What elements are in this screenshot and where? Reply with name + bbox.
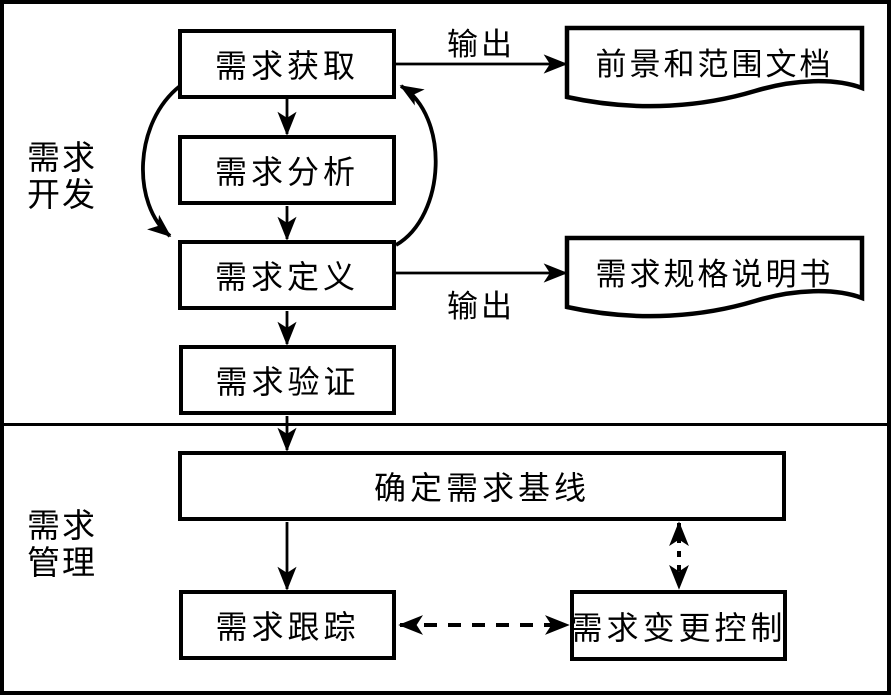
section-label-development-line2: 开发 [27,178,97,214]
document-label-vision-scope: 前景和范围文档 [595,46,834,82]
section-label-management-line2: 管理 [27,546,97,582]
arc-definition-to-elicitation [395,84,438,247]
section-divider [0,423,891,426]
section-label-management-line1: 需求 [27,509,97,545]
box-requirements-analysis: 需求分析 [178,135,396,205]
section-label-development: 需求 开发 [27,141,97,215]
box-requirements-definition: 需求定义 [178,240,396,310]
edge-label-output-top: 输出 [447,27,515,62]
section-label-development-line1: 需求 [27,141,97,177]
box-requirements-baseline: 确定需求基线 [178,451,786,521]
edge-label-output-bottom: 输出 [447,289,515,324]
box-requirements-elicitation: 需求获取 [178,29,396,99]
box-requirements-change-control: 需求变更控制 [570,590,787,661]
section-label-management: 需求 管理 [27,509,97,583]
document-label-srs: 需求规格说明书 [595,256,834,292]
box-requirements-tracing: 需求跟踪 [179,590,396,660]
box-requirements-validation: 需求验证 [179,345,396,415]
arc-elicitation-to-definition [141,84,182,238]
